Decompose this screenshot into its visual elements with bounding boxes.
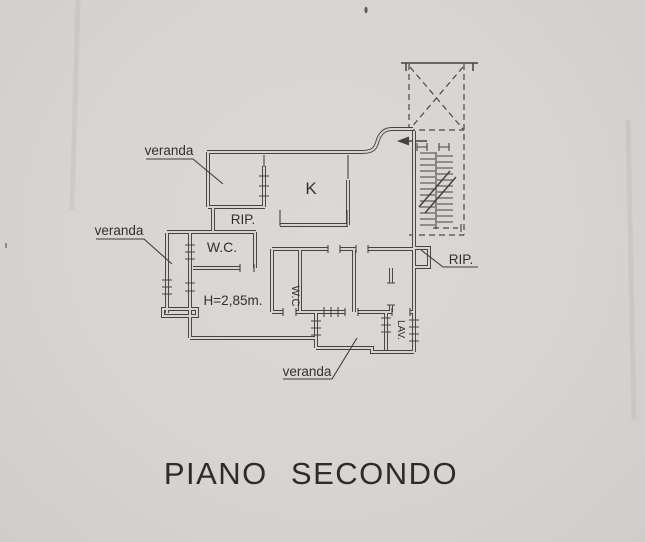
- window-ticks-veranda-top: [259, 175, 269, 197]
- window-ticks-veranda-left-inner: [185, 244, 195, 292]
- ceiling-height-label: H=2,85m.: [204, 293, 263, 308]
- window-ticks-laundry-right: [409, 319, 419, 342]
- scan-speck: [364, 6, 368, 14]
- walls-core: [161, 127, 431, 354]
- kitchen-door-jambs: [279, 210, 348, 226]
- room-label-storage-right: RIP.: [449, 252, 474, 267]
- leader-veranda-bottom: [283, 337, 358, 380]
- room-label-wc-inner: W.C: [289, 286, 301, 307]
- entrance-arrow-head: [397, 136, 409, 146]
- window-ticks-veranda-left-outer: [162, 279, 172, 295]
- window-ticks-veranda-bottom-left: [311, 320, 321, 336]
- room-label-laundry: LAV.: [395, 320, 406, 340]
- leader-storage-right: [420, 249, 478, 268]
- corridor-door-jambs: [387, 282, 395, 306]
- leader-veranda-top: [146, 158, 224, 185]
- wc-door-jambs: [239, 264, 255, 272]
- stairwell-elevator-block: [397, 62, 478, 236]
- lower-door-jambs: [282, 308, 411, 316]
- door-leaf-lines: [263, 155, 349, 179]
- scan-speck-left: [5, 243, 7, 248]
- hallway-door-jambs: [327, 245, 369, 253]
- window-ticks-veranda-bottom-top: [323, 307, 339, 317]
- landing-door-symbols: [416, 143, 450, 151]
- leader-lines: [96, 158, 478, 380]
- elevator-shaft-dashed: [408, 64, 465, 236]
- room-label-wc-main: W.C.: [207, 239, 237, 255]
- room-label-storage-upper: RIP.: [231, 212, 256, 227]
- doors-and-windows: [162, 155, 419, 342]
- window-ticks-laundry-left: [381, 317, 391, 333]
- stair-treads-left: [420, 152, 435, 226]
- room-label-veranda-bottom: veranda: [283, 364, 332, 379]
- stair-treads-right: [437, 155, 453, 223]
- page-title: PIANO SECONDO: [164, 456, 458, 491]
- stairwell-top-bracket: [401, 62, 478, 71]
- room-label-kitchen: K: [305, 179, 317, 198]
- room-label-veranda-left: veranda: [95, 223, 144, 238]
- scan-artifacts: [5, 0, 637, 421]
- stair-break-slash: [418, 170, 457, 214]
- room-label-veranda-top: veranda: [145, 143, 194, 158]
- apartment-walls: [161, 127, 431, 354]
- leader-veranda-left: [96, 238, 173, 265]
